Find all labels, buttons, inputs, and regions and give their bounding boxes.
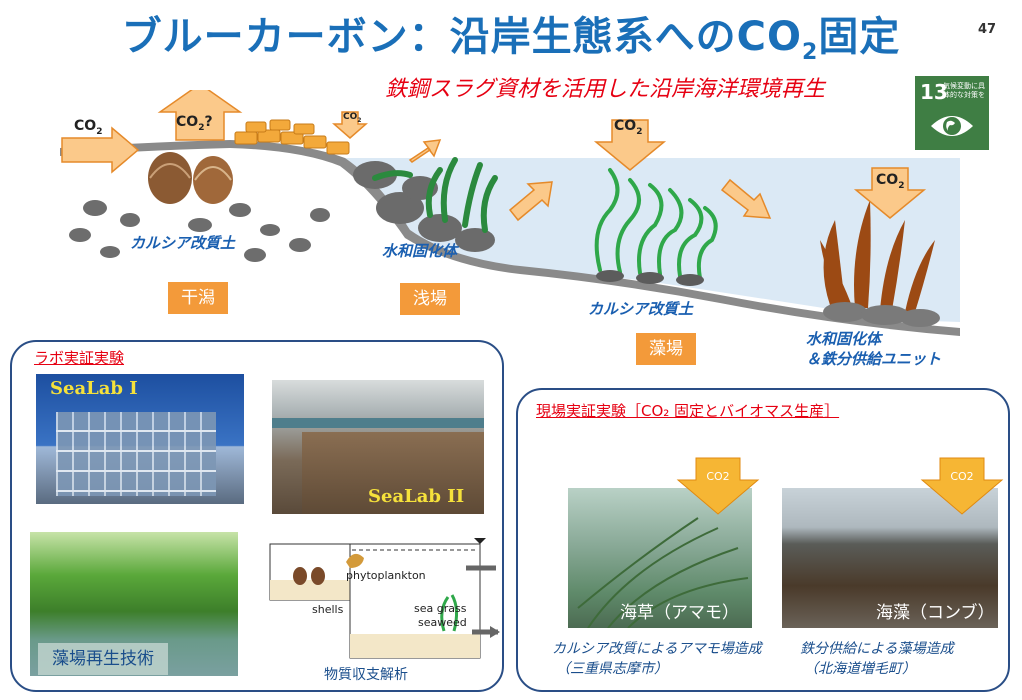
eelgrass-photo-label: 海草（アマモ）	[620, 603, 739, 623]
zone-shallows: 浅場	[400, 283, 460, 315]
eye-globe-icon	[931, 116, 973, 136]
caption-kelp-line1: 鉄分供給による藻場造成	[800, 641, 954, 657]
field-panel-title: 現場実証実験［CO₂ 固定とバイオマス生産］	[536, 402, 840, 420]
co2-small-label: CO2	[343, 112, 362, 124]
caption-hydrated-iron-2: ＆鉄分供給ユニット	[806, 350, 942, 368]
coastal-ecosystem-diagram	[60, 90, 960, 336]
co2-arrow-field-2-label: CO2	[950, 470, 974, 483]
seaweed-tech-label: 藻場再生技術	[38, 643, 168, 675]
caption-eelgrass-line1: カルシア改質によるアマモ場造成	[552, 641, 762, 657]
caption-calcia-soil-left: カルシア改質土	[130, 234, 236, 252]
page-title: ブルーカーボン：沿岸生態系へのCO2固定	[0, 4, 1022, 65]
caption-calcia-soil-mid: カルシア改質土	[588, 300, 694, 318]
page-number: 47	[978, 22, 997, 37]
co2-arrow-field-1	[676, 457, 760, 515]
label-sea-grass: sea grass	[414, 602, 467, 615]
title-main: ブルーカーボン：沿岸生態系へのCO	[121, 14, 803, 60]
caption-kelp-line2: （北海道増毛町）	[804, 661, 916, 677]
label-seaweed: seaweed	[418, 616, 467, 629]
co2-question-label: CO2?	[176, 114, 213, 133]
zone-seaweed-bed: 藻場	[636, 333, 696, 365]
sdg-text: 気候変動に具体的な対策を	[943, 82, 985, 99]
lab-panel-title: ラボ実証実験	[34, 349, 125, 367]
co2-arrow-field-2	[920, 457, 1004, 515]
title-subscript: 2	[802, 40, 819, 65]
caption-hydrated-body: 水和固化体	[382, 242, 458, 260]
label-shells: shells	[312, 603, 344, 616]
sealab2-photo	[272, 380, 484, 514]
kelp-photo-label: 海藻（コンブ）	[876, 603, 995, 623]
sealab2-label: SeaLab II	[368, 486, 465, 507]
caption-hydrated-iron-1: 水和固化体	[806, 330, 882, 348]
co2-arrow-field-1-label: CO2	[706, 470, 730, 483]
sealab1-label: SeaLab I	[50, 378, 138, 399]
sdg-number: 13	[920, 80, 948, 104]
sealab1-photo	[36, 374, 244, 504]
eelgrass-strands	[577, 517, 749, 628]
subtitle: 鉄鋼スラグ資材を活用した沿岸海洋環境再生	[385, 77, 826, 102]
co2-label-right: CO2	[876, 172, 905, 191]
label-phytoplankton: phytoplankton	[346, 569, 426, 582]
title-tail: 固定	[818, 14, 901, 60]
co2-label-left: CO2	[74, 118, 103, 137]
zone-tidal-flat: 干潟	[168, 282, 228, 314]
caption-eelgrass-line2: （三重県志摩市）	[556, 661, 668, 677]
material-balance-diagram	[269, 538, 500, 659]
sdg-13-badge: 13 気候変動に具体的な対策を	[915, 76, 989, 150]
material-balance-caption: 物質収支解析	[324, 667, 408, 683]
co2-label-center: CO2	[614, 118, 643, 137]
